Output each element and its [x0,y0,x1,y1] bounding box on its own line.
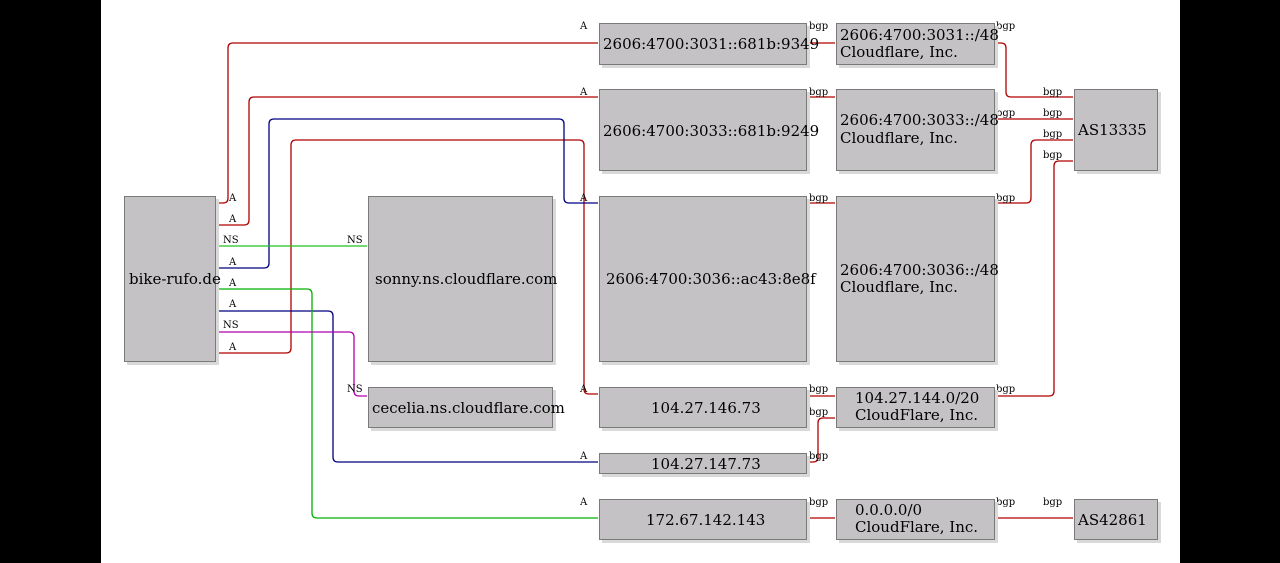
node-prefix-2-net: 2606:4700:3033::/48 [840,111,999,129]
edge-label: bgp [1043,497,1062,508]
node-prefix-4-net: 104.27.144.0/20 [855,389,980,407]
edge-label: bgp [1043,87,1062,98]
node-ip6-3[interactable]: 2606:4700:3036::ac43:8e8f [599,196,816,362]
node-prefix-3[interactable]: 2606:4700:3036::/48 Cloudflare, Inc. [836,196,999,362]
edge-label: A [228,342,237,353]
node-domain-label: bike-rufo.de [129,270,221,288]
node-prefix-3-org: Cloudflare, Inc. [840,278,958,296]
edge-a-ip6-3 [218,118,598,269]
edge-label: bgp [809,21,828,32]
edge-label: bgp [996,384,1015,395]
node-ip4-1[interactable]: 104.27.146.73 [599,387,807,428]
node-ns-sonny[interactable]: sonny.ns.cloudflare.com [368,196,557,362]
edge-label: bgp [809,87,828,98]
node-prefix-4[interactable]: 104.27.144.0/20 CloudFlare, Inc. [836,387,995,428]
edge-a-ip4-3 [218,288,598,519]
edge-label: A [228,214,237,225]
node-as-42861-label: AS42861 [1078,511,1147,529]
edge-label: bgp [809,451,828,462]
node-ip4-1-label: 104.27.146.73 [651,399,761,417]
node-ip4-3[interactable]: 172.67.142.143 [599,499,807,540]
node-prefix-5[interactable]: 0.0.0.0/0 CloudFlare, Inc. [836,499,995,540]
edge-layer: A A NS A A A NS A NS NS A A A A A A bgp … [218,21,1073,519]
node-as-13335[interactable]: AS13335 [1074,89,1158,171]
edge-a-ip4-2 [218,310,598,463]
edge-label: NS [347,384,363,395]
edge-label: A [228,299,237,310]
node-as-13335-label: AS13335 [1078,121,1147,139]
node-prefix-2[interactable]: 2606:4700:3033::/48 Cloudflare, Inc. [836,89,999,171]
edge-label: A [579,384,588,395]
edge-label: A [228,278,237,289]
edge-a-ip6-2 [218,96,598,226]
edge-bgp-as-3 [994,139,1073,204]
edge-label: NS [223,235,239,246]
diagram-canvas: A A NS A A A NS A NS NS A A A A A A bgp … [101,0,1180,563]
edge-label: A [228,257,237,268]
edge-label: bgp [996,497,1015,508]
node-prefix-5-net: 0.0.0.0/0 [855,501,923,519]
node-ip4-2[interactable]: 104.27.147.73 [599,453,807,474]
edge-label: A [579,451,588,462]
edge-label: bgp [1043,150,1062,161]
node-prefix-1-net: 2606:4700:3031::/48 [840,26,999,44]
edge-a-ip4-1 [218,139,598,395]
node-ns-sonny-label: sonny.ns.cloudflare.com [375,270,558,288]
node-prefix-5-org: CloudFlare, Inc. [855,518,979,536]
node-ip6-1-label: 2606:4700:3031::681b:9349 [603,35,820,53]
edge-label: NS [223,320,239,331]
node-ip6-3-label: 2606:4700:3036::ac43:8e8f [606,270,816,288]
node-prefix-4-org: CloudFlare, Inc. [855,406,979,424]
edge-label: A [579,87,588,98]
edge-label: bgp [996,193,1015,204]
node-ip6-2-label: 2606:4700:3033::681b:9249 [603,122,820,140]
edge-label: bgp [809,193,828,204]
edge-label: NS [347,235,363,246]
edge-label: bgp [1043,108,1062,119]
edge-label: bgp [996,108,1015,119]
edge-label: A [579,21,588,32]
node-as-42861[interactable]: AS42861 [1074,499,1158,540]
edge-label: bgp [996,21,1015,32]
edge-ns-cecelia [218,331,367,397]
edge-label: A [228,193,237,204]
node-prefix-2-org: Cloudflare, Inc. [840,129,958,147]
edge-label: A [579,497,588,508]
edge-label: A [579,193,588,204]
edge-label: bgp [809,497,828,508]
edge-bgp-5 [807,417,835,463]
node-ip6-2[interactable]: 2606:4700:3033::681b:9249 [599,89,819,171]
node-ns-cecelia[interactable]: cecelia.ns.cloudflare.com [368,387,565,428]
edge-bgp-as-1 [994,42,1073,98]
node-ip4-3-label: 172.67.142.143 [646,511,766,529]
node-prefix-3-net: 2606:4700:3036::/48 [840,261,999,279]
edge-label: bgp [809,407,828,418]
edge-label: bgp [1043,129,1062,140]
edge-bgp-as-4 [994,160,1073,397]
node-ip6-1[interactable]: 2606:4700:3031::681b:9349 [599,23,819,65]
node-ns-cecelia-label: cecelia.ns.cloudflare.com [372,399,565,417]
node-domain[interactable]: bike-rufo.de [124,196,221,362]
node-prefix-1[interactable]: 2606:4700:3031::/48 Cloudflare, Inc. [836,23,999,65]
node-ip4-2-label: 104.27.147.73 [651,455,761,473]
edge-a-ip6-1 [218,42,598,204]
edge-label: bgp [809,384,828,395]
node-prefix-1-org: Cloudflare, Inc. [840,43,958,61]
